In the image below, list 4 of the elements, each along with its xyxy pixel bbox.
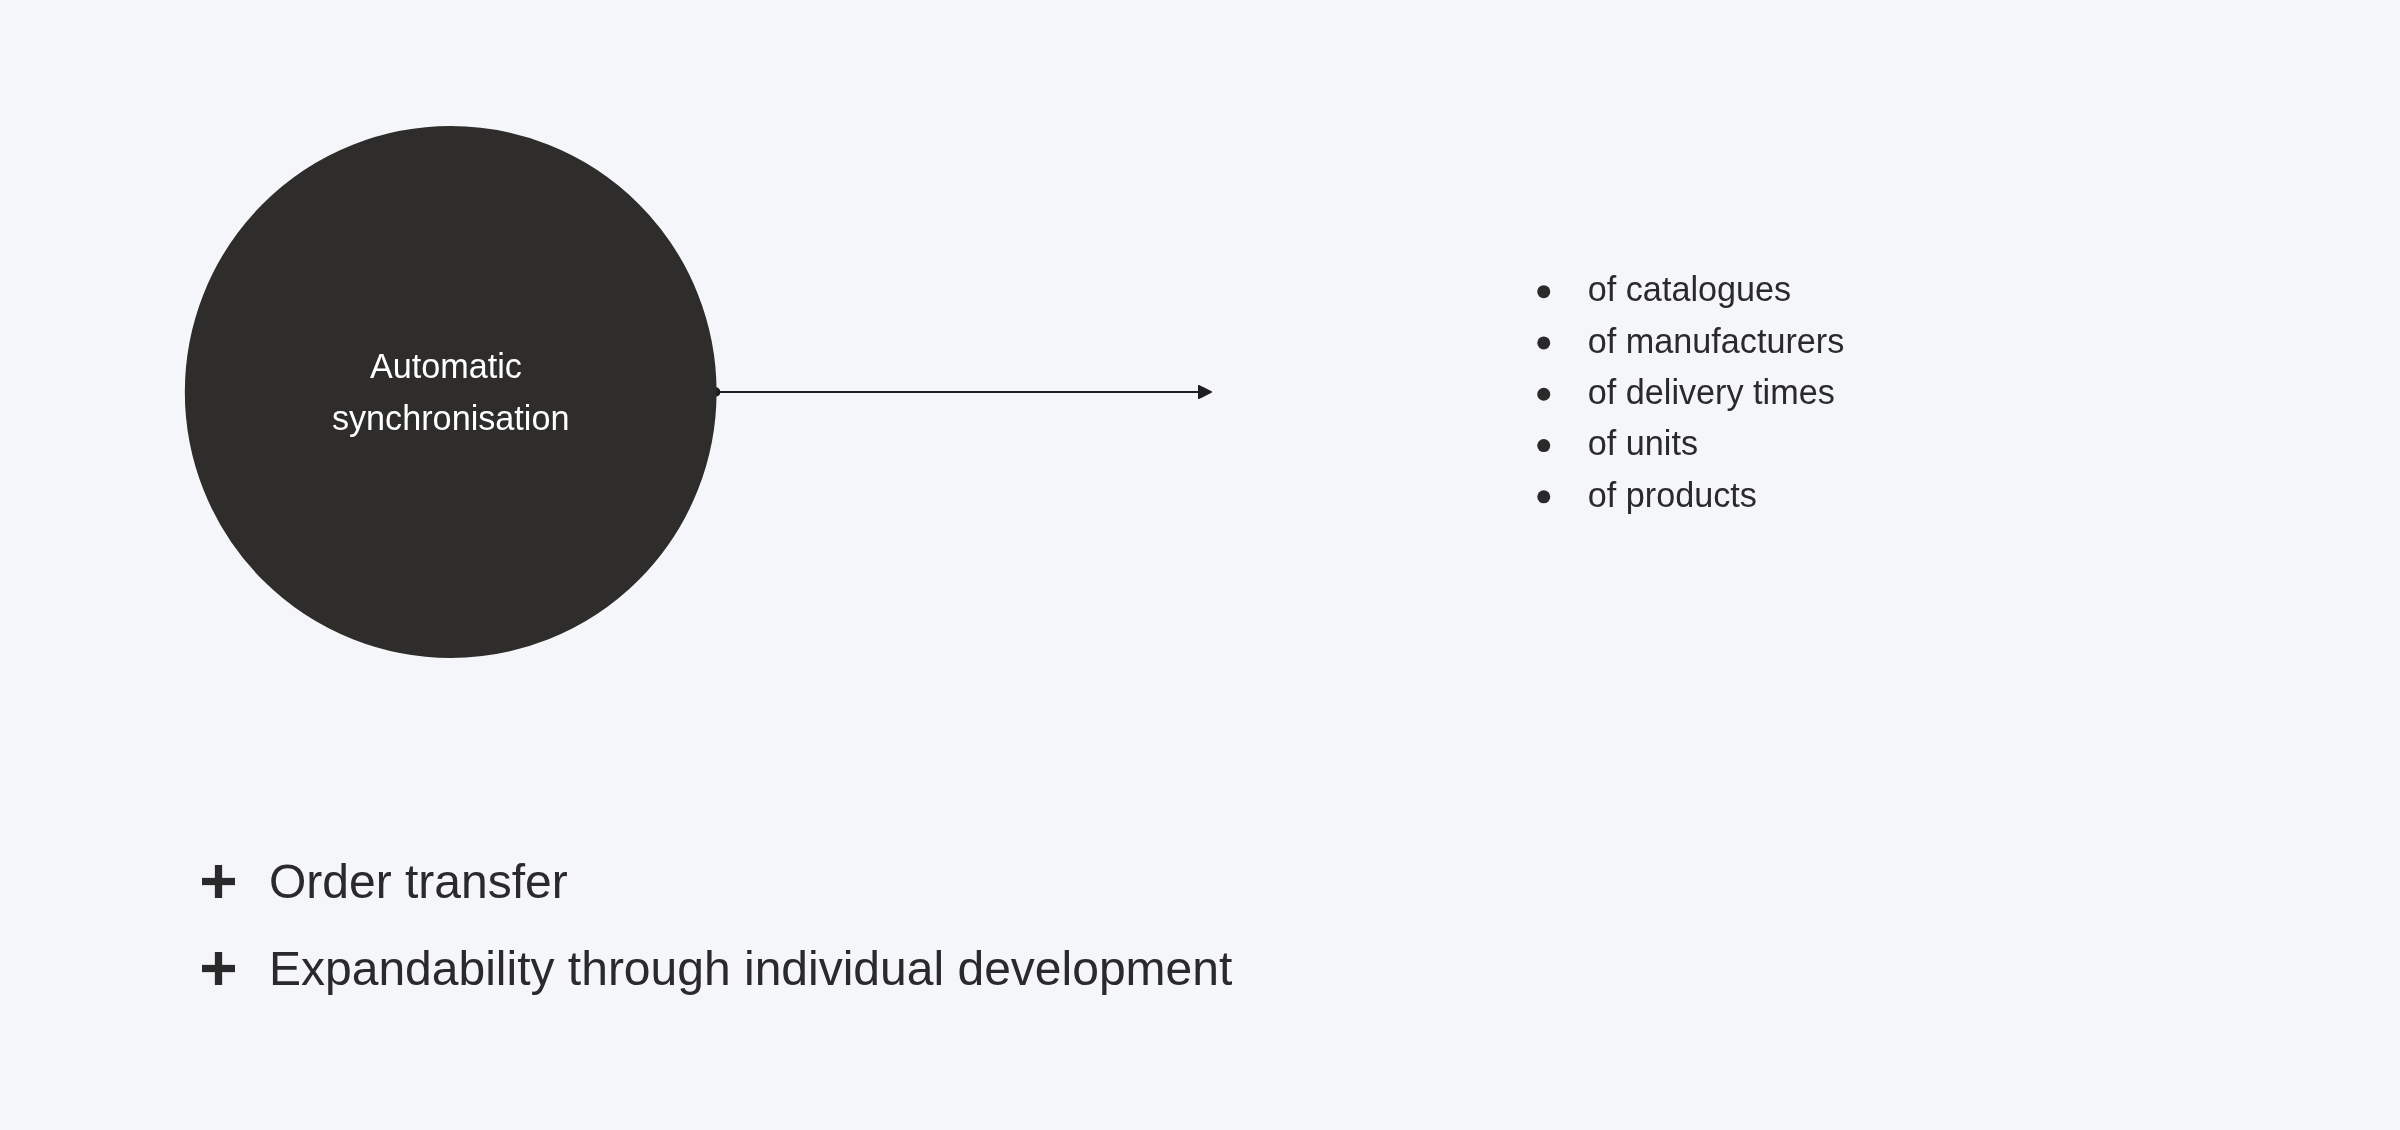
circle-node: Automatic synchronisation [184,126,717,658]
note-text: Order transfer [269,853,568,910]
note-text: Expandability through individual development [269,940,1233,997]
text-list: of catalogues of manufacturers of delivery times of units of products [1587,270,1845,514]
